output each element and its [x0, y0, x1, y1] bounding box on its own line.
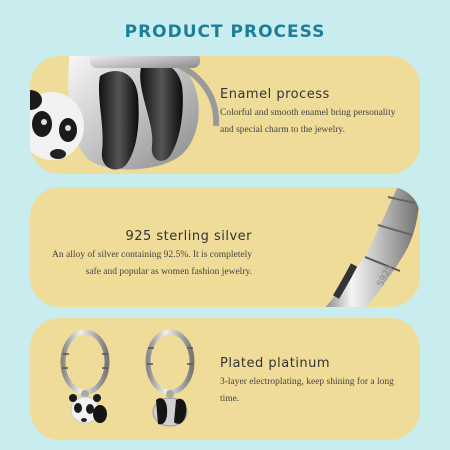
card-description: 3-layer electroplating, keep shining for…: [220, 377, 394, 404]
card-description: An alloy of silver containing 92.5%. It …: [52, 250, 252, 277]
card-title: Enamel process: [220, 87, 330, 102]
silver-hoop-image: S925: [325, 187, 420, 307]
panda-charm-image: [30, 56, 220, 170]
process-card-platinum: Plated platinum 3-layer electroplating, …: [30, 318, 420, 440]
process-card-silver: 925 sterling silver An alloy of silver c…: [30, 187, 420, 307]
card-title: Plated platinum: [220, 356, 331, 371]
card-title: 925 sterling silver: [125, 229, 252, 244]
page-title: PRODUCT PROCESS: [124, 22, 326, 42]
process-card-enamel: Enamel process Colorful and smooth ename…: [30, 56, 420, 174]
earrings-image: [60, 329, 195, 427]
card-description: Colorful and smooth enamel bring persona…: [220, 108, 396, 135]
